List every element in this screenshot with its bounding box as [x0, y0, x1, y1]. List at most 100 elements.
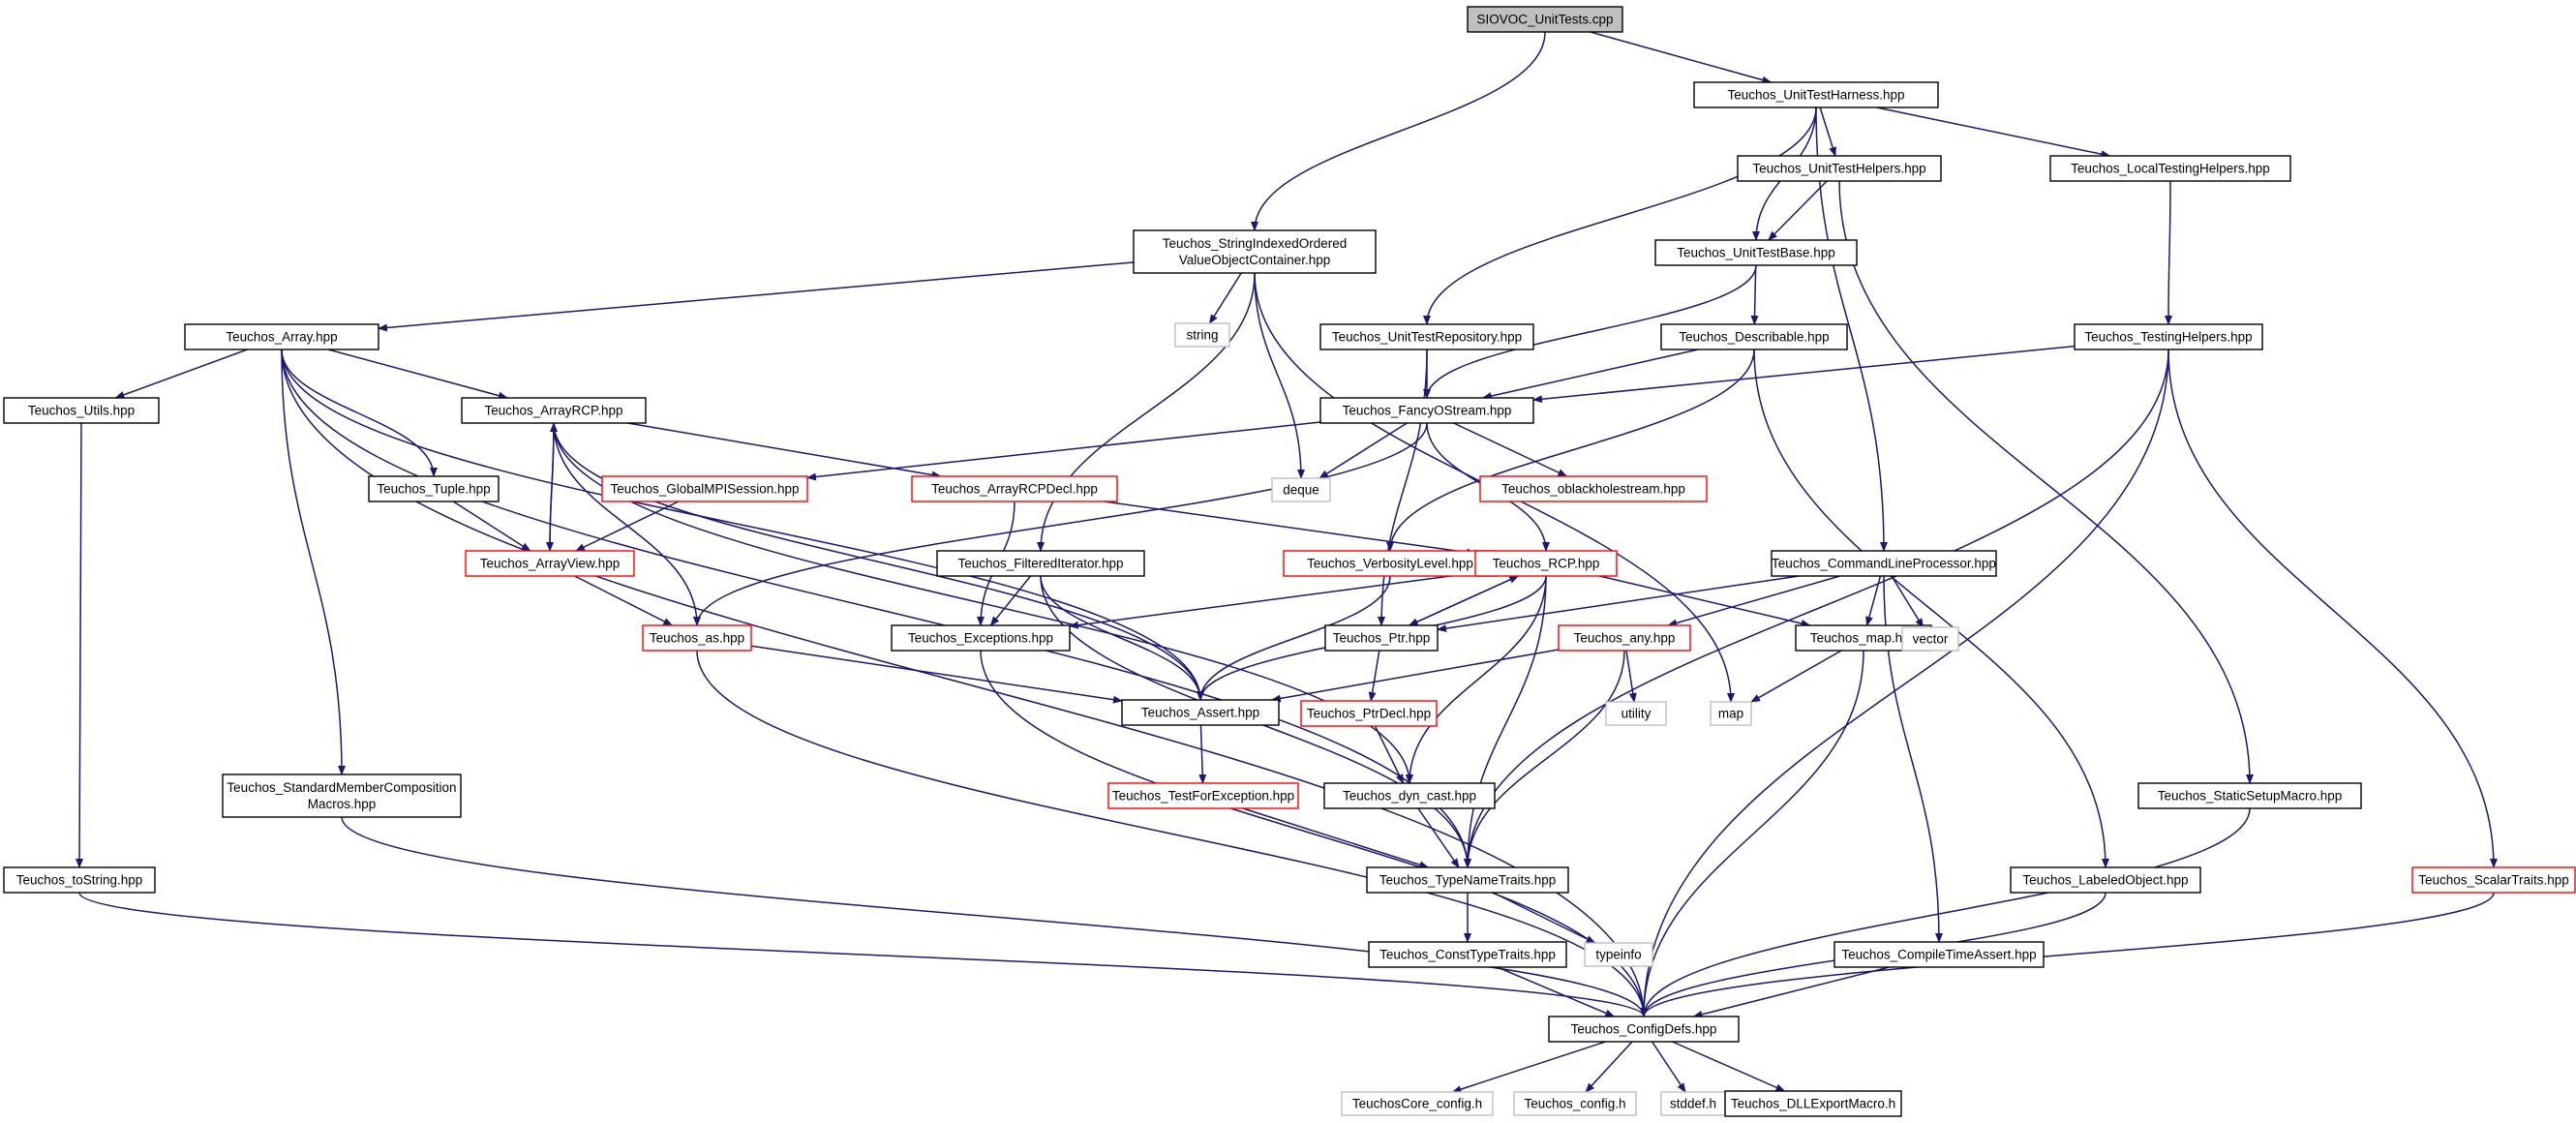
node-sioc[interactable]: Teuchos_StringIndexedOrderedValueObjectC…: [1133, 229, 1377, 274]
node-utils[interactable]: Teuchos_Utils.hpp: [3, 397, 160, 424]
node-cmdline[interactable]: Teuchos_CommandLineProcessor.hpp: [1771, 550, 1997, 577]
node-label: Teuchos_UnitTestBase.hpp: [1677, 246, 1835, 260]
node-unittestbase[interactable]: Teuchos_UnitTestBase.hpp: [1654, 239, 1858, 266]
edge-unittestharness-to-localtesting: [1876, 106, 2111, 159]
node-ptr[interactable]: Teuchos_Ptr.hpp: [1324, 624, 1439, 652]
node-oblackhole[interactable]: Teuchos_oblackholestream.hpp: [1479, 475, 1708, 502]
node-label: Teuchos_dyn_cast.hpp: [1343, 789, 1476, 804]
node-label: Teuchos_Describable.hpp: [1679, 330, 1829, 345]
node-verbosity[interactable]: Teuchos_VerbosityLevel.hpp: [1283, 550, 1498, 577]
node-label: Teuchos_ScalarTraits.hpp: [2418, 873, 2569, 888]
edge-utils-to-tostring: [76, 422, 84, 868]
edge-arrayview-to-as: [574, 575, 674, 626]
node-box: [1834, 941, 2045, 968]
edge-dyncast-to-typenametraits: [1417, 807, 1460, 868]
node-localtesting[interactable]: Teuchos_LocalTestingHelpers.hpp: [2049, 155, 2291, 182]
node-box: [2049, 155, 2291, 182]
edge-rcp-to-tmap: [1599, 575, 1811, 627]
edge-configdefs-to-stddef: [1651, 1041, 1686, 1093]
edge-array-to-typenametraits: [281, 349, 1471, 868]
edge-arrayrcp-to-arrayrcpdecl: [627, 422, 942, 479]
edge-any-to-utility: [1625, 650, 1637, 703]
node-label: Teuchos_Tuple.hpp: [377, 482, 490, 497]
node-compiletime[interactable]: Teuchos_CompileTimeAssert.hpp: [1834, 941, 2045, 968]
node-box: [1710, 701, 1752, 726]
node-box: [3, 866, 156, 894]
node-arrayview[interactable]: Teuchos_ArrayView.hpp: [465, 550, 635, 577]
node-box: [1271, 477, 1331, 502]
node-box: [911, 475, 1118, 502]
node-tconfig[interactable]: Teuchos_config.h: [1513, 1091, 1637, 1116]
node-labeledobject[interactable]: Teuchos_LabeledObject.hpp: [2010, 866, 2201, 894]
edge-cmdline-to-ptr: [1437, 575, 1800, 633]
node-as[interactable]: Teuchos_as.hpp: [642, 624, 752, 652]
node-box: [368, 475, 500, 502]
node-label: map: [1718, 707, 1743, 721]
node-label: Teuchos_FilteredIterator.hpp: [957, 557, 1123, 571]
node-consttypetraits[interactable]: Teuchos_ConstTypeTraits.hpp: [1368, 941, 1567, 968]
node-label: Teuchos_TestForException.hpp: [1112, 789, 1294, 804]
edge-verbosity-to-assert: [1197, 575, 1391, 701]
edge-testinghelpers-to-fancyostream: [1532, 345, 2076, 404]
node-label: Teuchos_ArrayRCPDecl.hpp: [931, 482, 1098, 497]
node-label: stddef.h: [1670, 1097, 1716, 1111]
node-stdmember[interactable]: Teuchos_StandardMemberCompositionMacros.…: [222, 774, 462, 818]
edge-array-to-stdmember: [281, 349, 346, 775]
node-array[interactable]: Teuchos_Array.hpp: [184, 323, 379, 350]
node-map[interactable]: map: [1710, 701, 1752, 726]
edge-sioc-to-filtered: [1037, 272, 1256, 552]
node-configdefs[interactable]: Teuchos_ConfigDefs.hpp: [1548, 1016, 1740, 1043]
node-any[interactable]: Teuchos_any.hpp: [1558, 624, 1691, 652]
node-tostring[interactable]: Teuchos_toString.hpp: [3, 866, 156, 894]
edge-tmap-to-map: [1750, 650, 1842, 703]
edge-compiletime-to-configdefs: [1692, 966, 1890, 1018]
edge-tmap-to-configdefs: [1640, 650, 1864, 1017]
node-describable[interactable]: Teuchos_Describable.hpp: [1660, 323, 1848, 350]
node-vector[interactable]: vector: [1901, 626, 1959, 652]
node-dyncast[interactable]: Teuchos_dyn_cast.hpp: [1323, 782, 1496, 809]
node-box: [461, 397, 647, 424]
node-box: [1107, 782, 1299, 809]
edge-unittesthelpers-to-staticsetup: [1838, 180, 2254, 784]
node-filtered[interactable]: Teuchos_FilteredIterator.hpp: [936, 550, 1145, 577]
node-siovoc[interactable]: SIOVOC_UnitTests.cpp: [1467, 6, 1623, 33]
edge-testforexc-to-typenametraits: [1242, 807, 1430, 869]
node-deque[interactable]: deque: [1271, 477, 1331, 502]
edge-describable-to-fancyostream: [1481, 349, 1699, 400]
node-box: [1324, 624, 1439, 652]
node-arrayrcp[interactable]: Teuchos_ArrayRCP.hpp: [461, 397, 647, 424]
node-label: Teuchos_Array.hpp: [226, 330, 337, 345]
edge-configdefs-to-dllexport: [1672, 1041, 1786, 1092]
node-label: Teuchos_StandardMemberComposition: [227, 780, 456, 795]
node-assert[interactable]: Teuchos_Assert.hpp: [1121, 699, 1280, 726]
node-rcp[interactable]: Teuchos_RCP.hpp: [1474, 550, 1618, 577]
node-box: [1479, 475, 1708, 502]
node-ptrdecl[interactable]: Teuchos_PtrDecl.hpp: [1300, 700, 1438, 727]
edge-cmdline-to-any: [1667, 575, 1840, 627]
node-testforexc[interactable]: Teuchos_TestForException.hpp: [1107, 782, 1299, 809]
node-box: [1771, 550, 1997, 577]
node-string[interactable]: string: [1174, 322, 1230, 348]
node-corecfg[interactable]: TeuchosCore_config.h: [1341, 1091, 1494, 1116]
node-staticsetup[interactable]: Teuchos_StaticSetupMacro.hpp: [2137, 782, 2362, 809]
node-stddef[interactable]: stddef.h: [1660, 1091, 1726, 1116]
node-typenametraits[interactable]: Teuchos_TypeNameTraits.hpp: [1366, 866, 1569, 894]
node-unittestrepo[interactable]: Teuchos_UnitTestRepository.hpp: [1319, 323, 1534, 350]
node-arrayrcpdecl[interactable]: Teuchos_ArrayRCPDecl.hpp: [911, 475, 1118, 502]
node-unittesthelpers[interactable]: Teuchos_UnitTestHelpers.hpp: [1737, 155, 1942, 182]
node-box: [222, 774, 462, 818]
node-fancyostream[interactable]: Teuchos_FancyOStream.hpp: [1319, 397, 1534, 424]
node-typeinfo[interactable]: typeinfo: [1584, 942, 1653, 967]
node-dllexport[interactable]: Teuchos_DLLExportMacro.h: [1724, 1090, 1902, 1117]
node-scalartraits[interactable]: Teuchos_ScalarTraits.hpp: [2411, 866, 2576, 894]
node-utility[interactable]: utility: [1605, 701, 1667, 726]
node-unittestharness[interactable]: Teuchos_UnitTestHarness.hpp: [1693, 81, 1939, 108]
node-tuple[interactable]: Teuchos_Tuple.hpp: [368, 475, 500, 502]
node-globalmpi[interactable]: Teuchos_GlobalMPISession.hpp: [601, 475, 808, 502]
node-label: Teuchos_ArrayView.hpp: [480, 557, 621, 571]
node-box: [1121, 699, 1280, 726]
node-exceptions[interactable]: Teuchos_Exceptions.hpp: [891, 624, 1071, 652]
node-label: Teuchos_UnitTestHarness.hpp: [1727, 88, 1904, 103]
edge-any-to-typenametraits: [1464, 650, 1625, 868]
node-testinghelpers[interactable]: Teuchos_TestingHelpers.hpp: [2074, 323, 2263, 350]
